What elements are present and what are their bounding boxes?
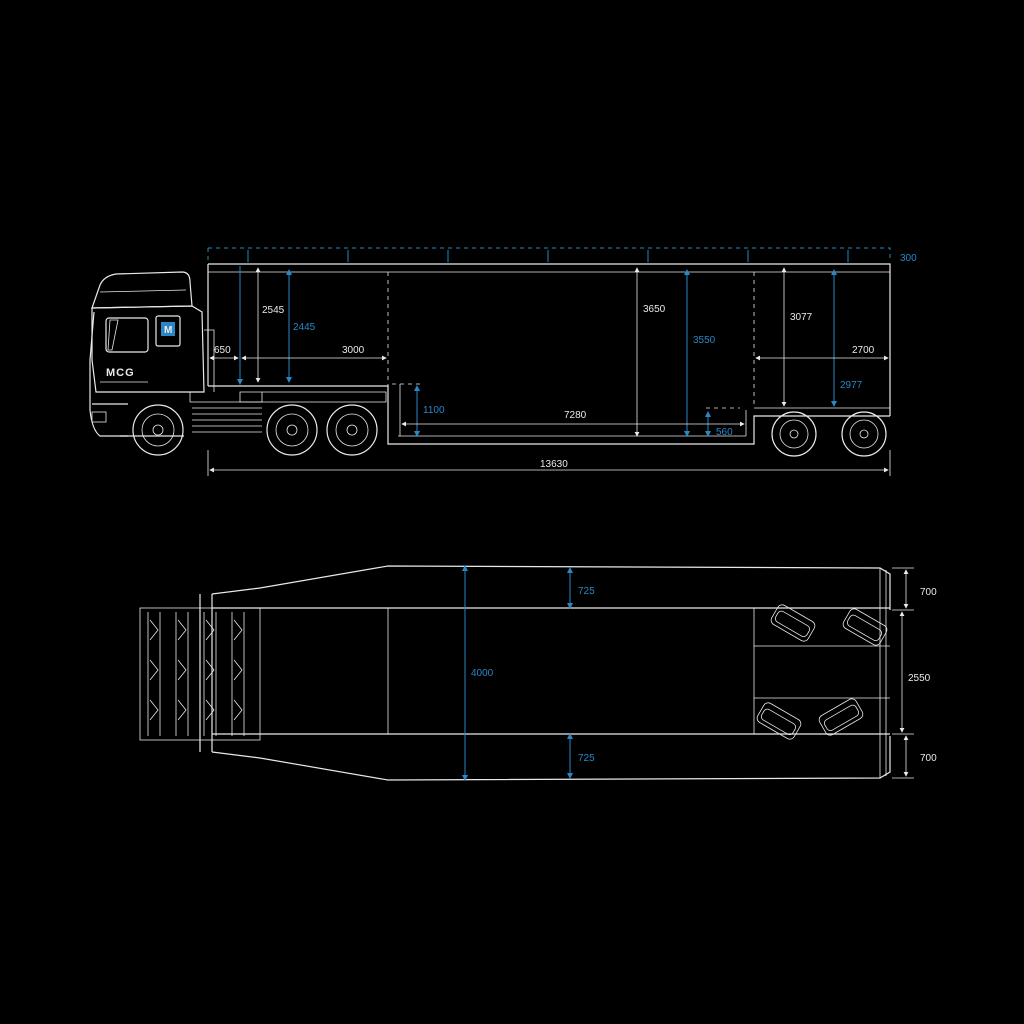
trailer-body — [207, 263, 891, 457]
dim-well-height-outer: 3650 — [643, 304, 666, 315]
dim-well-floor-height: 1100 — [423, 405, 445, 416]
trailer-wheel-top-1 — [770, 604, 816, 642]
badge-letter: M — [164, 325, 172, 336]
trailer-wheel-2 — [841, 411, 887, 457]
dim-gooseneck-length: 3000 — [342, 345, 365, 356]
trailer-wheel-top-4 — [818, 698, 864, 736]
cab-logo: MCG — [106, 367, 135, 379]
dim-front-overhang: 650 — [214, 345, 231, 356]
dim-side-extension-bottom: 725 — [578, 753, 595, 764]
trailer-wheel-top-3 — [756, 702, 802, 740]
dim-rear-height-inner: 2977 — [840, 380, 863, 391]
dim-overall-length: 13630 — [540, 459, 568, 470]
trailer-top — [199, 565, 891, 781]
dim-gooseneck-height-inner: 2445 — [293, 322, 316, 333]
drive-wheel-2 — [326, 404, 378, 456]
badge-icon — [161, 322, 175, 336]
dim-well-step: 560 — [716, 427, 733, 438]
side-dimensions: 2545 3650 3077 2445 3550 2977 1100 560 6… — [207, 266, 891, 476]
dim-well-length: 7280 — [564, 410, 587, 421]
dim-rear-width: 2550 — [908, 673, 931, 684]
drive-wheel-1 — [266, 404, 318, 456]
dim-rear-side-bottom: 700 — [920, 753, 937, 764]
roof-allowance: 300 — [207, 247, 917, 264]
dim-roof-allowance: 300 — [900, 253, 917, 264]
tractor-cab: M MCG — [89, 271, 378, 456]
dim-rear-length: 2700 — [852, 345, 875, 356]
front-wheel — [132, 404, 184, 456]
dim-side-extension-top: 725 — [578, 586, 595, 597]
dim-gooseneck-height-outer: 2545 — [262, 305, 285, 316]
side-view: M MCG — [89, 247, 917, 476]
trailer-wheel-top-2 — [842, 608, 888, 646]
dim-rear-height-outer: 3077 — [790, 312, 813, 323]
dim-well-height-inner: 3550 — [693, 335, 716, 346]
top-view: 4000 725 725 700 2550 700 — [139, 565, 937, 781]
trailer-wheel-1 — [771, 411, 817, 457]
top-dimensions: 4000 725 725 700 2550 700 — [462, 565, 937, 781]
dim-extended-width: 4000 — [471, 668, 494, 679]
dim-rear-side-top: 700 — [920, 587, 937, 598]
